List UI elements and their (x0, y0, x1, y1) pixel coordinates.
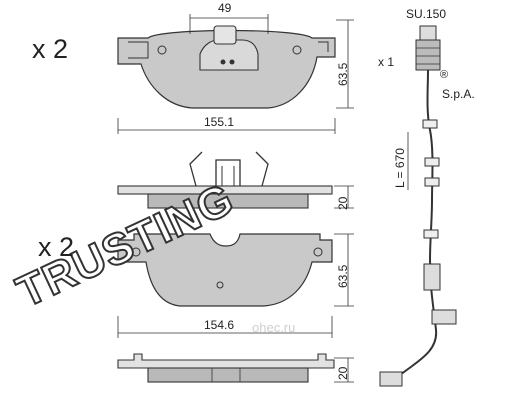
sensor-tip (379, 371, 403, 387)
dim-top-pad-height: 63.5 (336, 62, 350, 86)
top-clip-rivet (220, 59, 226, 65)
dim-top-thickness: 20 (336, 196, 350, 210)
bottom-side-backplate (117, 353, 335, 369)
top-side-friction (147, 193, 309, 209)
top-pad-hole-left (157, 45, 167, 55)
bottom-pad-outline (117, 233, 333, 307)
top-side-spring (189, 151, 269, 187)
top-pad-hole-right (292, 45, 302, 55)
sensor-grommet (423, 263, 441, 291)
bottom-pad-hole-right (313, 247, 323, 257)
dim-top-clip-width: 49 (218, 1, 232, 15)
qty-bottom-label: x 2 (38, 232, 74, 262)
bottom-side-friction (147, 367, 309, 383)
sensor-connector-top (419, 25, 437, 41)
top-clip-tab (213, 25, 237, 45)
top-clip (199, 39, 259, 71)
bottom-pad-hole-left (131, 247, 141, 257)
brand-reg-mark: ® (440, 69, 448, 81)
dim-bottom-thickness: 20 (336, 366, 350, 380)
dim-bottom-pad-width: 154.6 (204, 318, 234, 332)
top-pad-ear-right (318, 41, 329, 52)
wear-sensor (379, 25, 457, 387)
qty-top-label: x 2 (32, 34, 68, 64)
bottom-pad-front (117, 233, 354, 338)
dim-top-pad-width: 155.1 (204, 115, 234, 129)
top-clip-rivet-2 (229, 59, 235, 65)
brand-suffix: S.p.A. (442, 87, 475, 101)
dim-bottom-pad-height: 63.5 (336, 264, 350, 288)
bottom-pad-side (117, 353, 354, 383)
sensor-qty-label: x 1 (378, 55, 394, 69)
sensor-plug (415, 39, 441, 71)
sensor-cable (389, 69, 438, 383)
bottom-pad-center-mark (216, 281, 224, 289)
top-pad-ear-left (128, 41, 149, 59)
sensor-length-label: L = 670 (393, 148, 407, 188)
top-pad-front (117, 14, 354, 134)
top-pad-side (117, 151, 354, 209)
sensor-code-label: SU.150 (406, 7, 446, 21)
site-watermark: ohec.ru (252, 320, 295, 335)
sensor-clip (431, 309, 457, 325)
top-side-clip (215, 159, 241, 186)
